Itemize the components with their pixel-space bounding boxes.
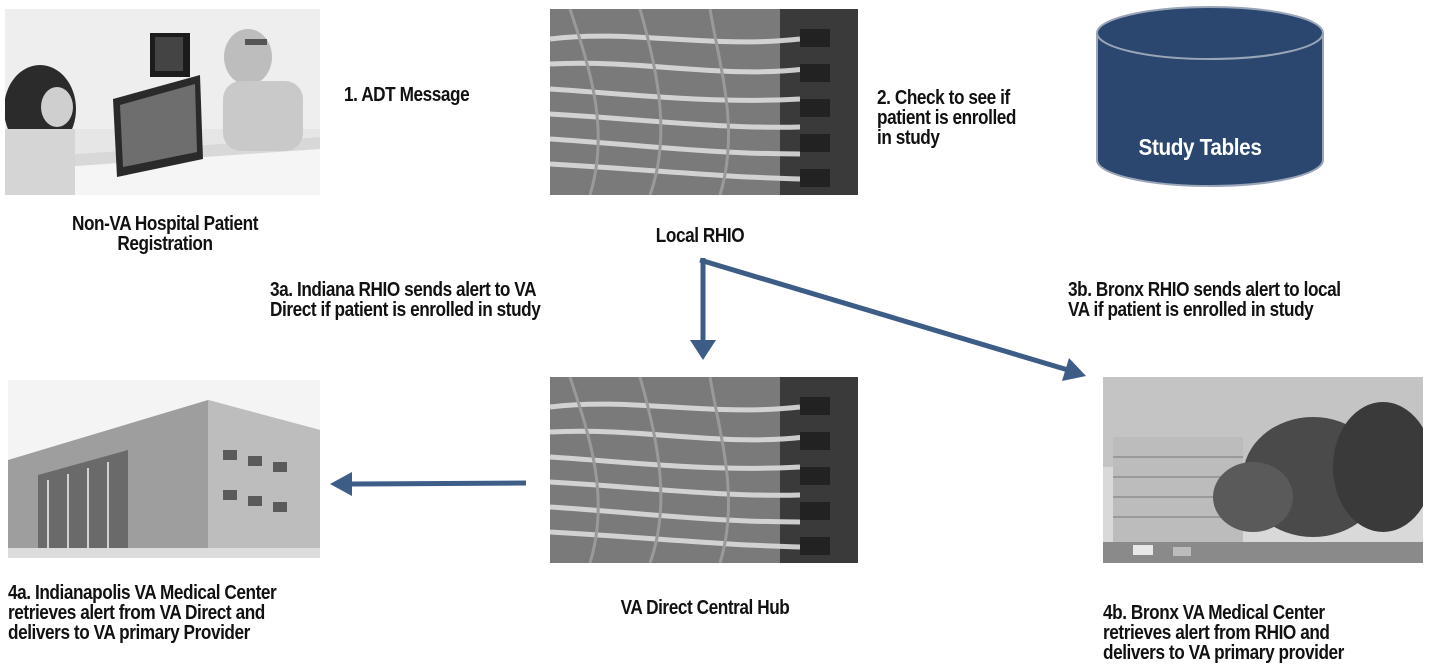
step-1-label: 1. ADT Message — [344, 84, 470, 106]
step-3b-line-2: VA if patient is enrolled in study — [1068, 299, 1314, 321]
indianapolis-label-line-2: retrieves alert from VA Direct and — [8, 602, 265, 624]
va-direct-hub-label-text: VA Direct Central Hub — [620, 597, 790, 619]
registration-label-line-1: Non-VA Hospital Patient — [71, 213, 259, 235]
study-tables-label: Study Tables — [1138, 134, 1262, 160]
step-2-line-2: patient is enrolled — [877, 107, 1017, 129]
arrow-hub-to-indianapolis — [330, 472, 527, 496]
va-direct-hub-photo — [550, 377, 858, 563]
bronx-label-line-2: retrieves alert from RHIO and — [1103, 622, 1330, 644]
local-rhio-label: Local RHIO — [614, 226, 786, 246]
step-3a-line-1: 3a. Indiana RHIO sends alert to VA — [270, 279, 537, 301]
step-3b-line-1: 3b. Bronx RHIO sends alert to local — [1068, 279, 1341, 301]
step-3a-line-2: Direct if patient is enrolled in study — [270, 299, 541, 321]
va-direct-hub-label: VA Direct Central Hub — [580, 598, 829, 618]
bronx-va-photo — [1103, 377, 1423, 563]
indianapolis-label-line-1: 4a. Indianapolis VA Medical Center — [8, 582, 277, 604]
step-2-line-3: in study — [877, 127, 940, 149]
bronx-label-line-1: 4b. Bronx VA Medical Center — [1103, 602, 1325, 624]
indianapolis-va-label: 4a. Indianapolis VA Medical Center retri… — [8, 582, 277, 644]
local-rhio-photo — [550, 9, 858, 195]
bronx-label-line-3: delivers to VA primary provider — [1103, 642, 1344, 664]
study-tables-database — [1095, 5, 1325, 190]
registration-label-line-2: Registration — [117, 233, 213, 255]
step-3b-label: 3b. Bronx RHIO sends alert to local VA i… — [1068, 280, 1341, 320]
step-1-text: 1. ADT Message — [344, 84, 470, 106]
bronx-va-label: 4b. Bronx VA Medical Center retrieves al… — [1103, 603, 1344, 663]
local-rhio-label-text: Local RHIO — [655, 225, 745, 247]
step-2-line-1: 2. Check to see if — [877, 87, 1010, 109]
registration-photo — [5, 9, 320, 195]
network-cables-photo — [550, 9, 858, 195]
network-cables-photo — [550, 377, 858, 563]
hospital-building-photo — [8, 380, 320, 558]
arrow-rhio-to-bronx — [699, 257, 1086, 381]
arrow-rhio-to-hub — [690, 258, 716, 360]
reception-desk-photo — [5, 9, 320, 195]
database-cylinder-icon — [1096, 6, 1324, 187]
indianapolis-va-photo — [8, 380, 320, 558]
hospital-with-trees-photo — [1103, 377, 1423, 563]
step-3a-label: 3a. Indiana RHIO sends alert to VA Direc… — [270, 279, 541, 321]
step-2-label: 2. Check to see if patient is enrolled i… — [877, 88, 1016, 148]
indianapolis-label-line-3: delivers to VA primary Provider — [8, 622, 250, 644]
registration-label: Non-VA Hospital Patient Registration — [36, 214, 294, 254]
